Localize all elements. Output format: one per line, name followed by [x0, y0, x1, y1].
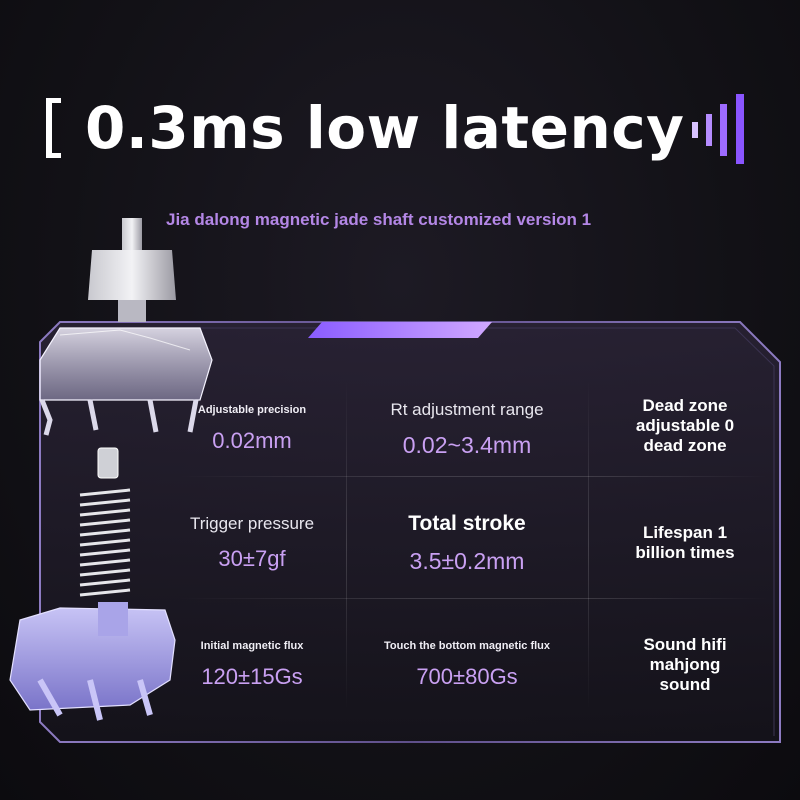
- spec-text-line: sound: [659, 675, 711, 694]
- spec-value: 3.5±0.2mm: [409, 547, 525, 574]
- spec-text-line: billion times: [635, 543, 735, 562]
- spec-label: Trigger pressure: [189, 514, 315, 533]
- spec-initial-magnetic-flux: Initial magnetic flux 120±15Gs: [168, 620, 336, 710]
- spec-text-line: mahjong: [649, 655, 721, 674]
- spec-value: 0.02mm: [212, 428, 292, 453]
- spec-text-line: dead zone: [643, 436, 727, 455]
- spec-label: Touch the bottom magnetic flux: [383, 640, 550, 652]
- spec-label: Initial magnetic flux: [200, 640, 304, 652]
- spec-dead-zone: Dead zone adjustable 0 dead zone: [598, 380, 772, 472]
- spec-value: 30±7gf: [218, 546, 286, 571]
- spec-value: 0.02~3.4mm: [402, 431, 532, 458]
- spec-label: Rt adjustment range: [390, 399, 544, 419]
- spec-text-line: adjustable 0: [635, 416, 735, 435]
- product-subtitle: Jia dalong magnetic jade shaft customize…: [166, 210, 592, 229]
- spec-bottom-magnetic-flux: Touch the bottom magnetic flux 700±80Gs: [346, 620, 588, 710]
- spec-text-line: Sound hifi: [643, 635, 727, 654]
- spec-total-stroke: Total stroke 3.5±0.2mm: [346, 498, 588, 588]
- spec-rt-adjustment-range: Rt adjustment range 0.02~3.4mm: [346, 384, 588, 474]
- spec-grid: Adjustable precision 0.02mm Rt adjustmen…: [168, 370, 772, 722]
- spec-lifespan: Lifespan 1 billion times: [598, 498, 772, 588]
- magnetic-switch-exploded-illustration: [9, 218, 213, 721]
- sound-wave-icon: [690, 92, 752, 166]
- headline: 0.3ms low latency: [85, 94, 685, 162]
- spec-adjustable-precision: Adjustable precision 0.02mm: [168, 384, 336, 474]
- spec-text-line: Lifespan 1: [642, 523, 728, 542]
- spec-value: 700±80Gs: [416, 664, 518, 689]
- spec-value: 120±15Gs: [201, 664, 303, 689]
- spec-label: Total stroke: [408, 511, 526, 535]
- spec-label: Adjustable precision: [197, 404, 307, 416]
- panel-tab-accent: [308, 322, 492, 338]
- spec-trigger-pressure: Trigger pressure 30±7gf: [168, 498, 336, 588]
- spec-text-line: Dead zone: [642, 396, 728, 415]
- bracket-icon: [45, 98, 63, 158]
- spec-sound: Sound hifi mahjong sound: [598, 620, 772, 710]
